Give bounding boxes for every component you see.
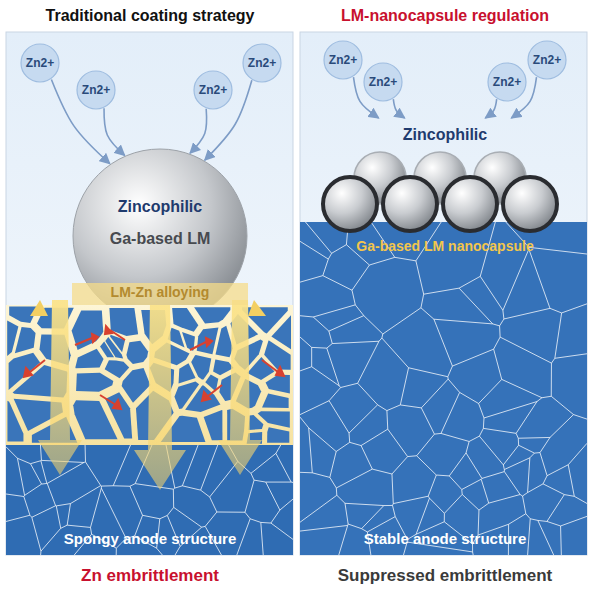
ion-label: Zn2+ — [329, 53, 357, 67]
nanocapsules — [323, 152, 557, 231]
zn-ion-circle: Zn2+ — [487, 62, 527, 102]
zn-ion-circle: Zn2+ — [323, 40, 363, 80]
liquid-metal-sphere: ZincophilicGa-based LM LM-Zn alloying — [72, 148, 248, 305]
panel-title: LM-nanocapsule regulation — [341, 7, 549, 25]
ion-flux-arrow — [104, 108, 125, 155]
right-panel — [300, 32, 587, 555]
material-label: LM-Zn alloying — [72, 284, 248, 300]
ion-label: Zn2+ — [248, 56, 276, 70]
zn-ion-circle: Zn2+ — [193, 70, 233, 110]
outcome-label: Suppressed embrittlement — [338, 566, 552, 586]
zn-ion-circle: Zn2+ — [527, 40, 567, 80]
crack-arrows — [24, 326, 284, 409]
structure-label: Ga-based LM nanocapsule — [356, 238, 533, 254]
zn-ion-circle: Zn2+ — [363, 62, 403, 102]
ion-label: Zn2+ — [199, 83, 227, 97]
ion-label: Zn2+ — [26, 56, 54, 70]
property-label: Zincophilic — [72, 198, 248, 216]
ion-label: Zn2+ — [533, 53, 561, 67]
zn-ion-circle: Zn2+ — [76, 70, 116, 110]
zn-ion-circle: Zn2+ — [242, 43, 282, 83]
grain-boundaries-right — [300, 222, 587, 555]
outcome-label: Zn embrittlement — [81, 566, 219, 586]
nanocapsule-layer: Zincophilic — [330, 118, 560, 150]
material-label: Ga-based LM — [72, 230, 248, 248]
zn-ion-circle: Zn2+ — [20, 43, 60, 83]
ion-label: Zn2+ — [369, 75, 397, 89]
structure-label: Stable anode structure — [364, 530, 527, 547]
structure-label: Spongy anode structure — [64, 530, 237, 547]
penetration-arrows — [30, 300, 266, 490]
zn-anode-right — [300, 222, 587, 555]
sphere-outline — [72, 148, 248, 305]
property-label: Zincophilic — [330, 126, 560, 144]
ion-flux-arrow — [485, 99, 496, 118]
ion-flux-arrow — [393, 99, 404, 118]
ion-label: Zn2+ — [82, 83, 110, 97]
left-panel — [6, 32, 293, 555]
panel-title: Traditional coating strategy — [46, 7, 255, 25]
ion-flux-arrow — [190, 109, 207, 153]
ion-label: Zn2+ — [493, 75, 521, 89]
